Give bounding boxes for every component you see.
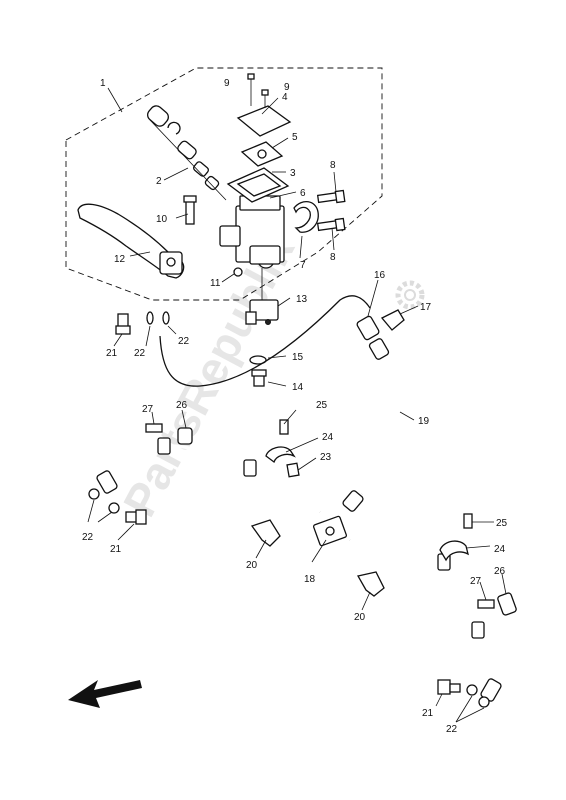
callout-1: 1 bbox=[100, 78, 106, 89]
lever-bolt bbox=[185, 199, 195, 225]
hose-bracket-17 bbox=[380, 309, 405, 331]
callout-17: 17 bbox=[420, 302, 432, 313]
bolt-27-right bbox=[477, 599, 495, 609]
callout-23: 23 bbox=[320, 452, 332, 463]
callout-26-left: 26 bbox=[176, 400, 188, 411]
hose-fitting-left bbox=[96, 470, 118, 494]
union-bolt-21-top bbox=[115, 313, 131, 335]
diaphragm-inner bbox=[236, 173, 282, 197]
callout-14: 14 bbox=[292, 382, 304, 393]
callout-labels: 1 2 3 4 5 6 7 8 8 9 9 10 11 12 13 14 15 … bbox=[82, 78, 508, 735]
collar-26-left bbox=[177, 427, 193, 445]
callout-22-top-b: 22 bbox=[178, 336, 190, 347]
reservoir-cap bbox=[236, 105, 292, 137]
brake-hose-19 bbox=[360, 351, 401, 496]
callout-16: 16 bbox=[374, 270, 386, 281]
callout-25-top: 25 bbox=[316, 400, 328, 411]
copper-washer-top-a bbox=[146, 311, 154, 325]
collar-26-right bbox=[497, 592, 517, 616]
copper-washer-left-a bbox=[88, 488, 100, 500]
union-bolt-14 bbox=[251, 369, 267, 387]
union-bolt-21-left bbox=[125, 509, 147, 525]
callout-4: 4 bbox=[282, 92, 288, 103]
callout-24-right: 24 bbox=[494, 544, 506, 555]
callout-10: 10 bbox=[156, 214, 168, 225]
callout-21-top: 21 bbox=[106, 348, 118, 359]
hose-grommet-right-2 bbox=[471, 621, 485, 639]
hose-grommet-left-2 bbox=[243, 459, 257, 477]
union-washer bbox=[249, 355, 267, 365]
brake-hose-upper bbox=[159, 295, 371, 387]
clamp-bolt-upper bbox=[316, 189, 346, 204]
lever-pivot-hole bbox=[166, 257, 176, 267]
cap-screw-left bbox=[247, 73, 255, 106]
callout-27-left: 27 bbox=[142, 404, 154, 415]
watermark-text: PartsRepublik bbox=[113, 227, 304, 525]
clamp-bolt-lower bbox=[316, 217, 346, 232]
hose-clamp-24-top bbox=[265, 446, 296, 464]
clamp-bolt-23 bbox=[286, 462, 300, 478]
callout-18: 18 bbox=[304, 574, 316, 585]
hose-clamp-24-right bbox=[439, 540, 469, 562]
callout-27-right: 27 bbox=[470, 576, 482, 587]
callout-9-left: 9 bbox=[224, 78, 230, 89]
plate-hole bbox=[257, 149, 267, 159]
callout-21-left: 21 bbox=[110, 544, 122, 555]
copper-washer-right-a bbox=[466, 684, 478, 696]
hose-holder-20-left bbox=[250, 519, 281, 547]
callout-20-right: 20 bbox=[354, 612, 366, 623]
callout-leaders bbox=[87, 87, 507, 723]
copper-washer-top-b bbox=[162, 311, 170, 325]
handlebar-clamp bbox=[293, 201, 319, 233]
callout-5: 5 bbox=[292, 132, 298, 143]
callout-3: 3 bbox=[290, 168, 296, 179]
copper-washer-right-b bbox=[478, 696, 490, 708]
hose-holder-20-right bbox=[356, 571, 385, 597]
callout-9-right: 9 bbox=[284, 82, 290, 93]
clamp-bolt-25-top bbox=[279, 419, 289, 435]
clamp-bolt-25-right bbox=[463, 513, 473, 529]
callout-11: 11 bbox=[210, 278, 221, 289]
callout-19: 19 bbox=[418, 416, 430, 427]
callout-2: 2 bbox=[156, 176, 162, 187]
callout-26-right: 26 bbox=[494, 566, 506, 577]
brake-hose-right bbox=[349, 538, 498, 689]
union-bolt-21-right bbox=[437, 679, 461, 695]
callout-22-left: 22 bbox=[82, 532, 94, 543]
hose-fitting-19-top bbox=[368, 338, 390, 360]
bolt-27-left bbox=[145, 423, 163, 433]
callout-25-right: 25 bbox=[496, 518, 508, 529]
callout-24-top: 24 bbox=[322, 432, 334, 443]
three-way-joint bbox=[312, 515, 348, 547]
callout-12: 12 bbox=[114, 254, 126, 265]
switch-screw bbox=[233, 267, 243, 277]
master-cylinder-body bbox=[219, 195, 285, 269]
hose-fitting-19-bottom bbox=[342, 490, 364, 512]
callout-20-left: 20 bbox=[246, 560, 258, 571]
master-cylinder-assembly-outline bbox=[65, 67, 383, 301]
callout-13: 13 bbox=[296, 294, 308, 305]
gear-watermark-icon bbox=[395, 280, 425, 310]
callout-21-right: 21 bbox=[422, 708, 434, 719]
hose-fitting-16 bbox=[356, 315, 380, 341]
brake-hose-left bbox=[106, 444, 322, 513]
cap-screw-right bbox=[261, 89, 269, 108]
callout-15: 15 bbox=[292, 352, 304, 363]
callout-22-top-a: 22 bbox=[134, 348, 146, 359]
copper-washer-left-b bbox=[108, 502, 120, 514]
hose-grommet-left-1 bbox=[157, 437, 171, 455]
front-direction-arrow-icon bbox=[68, 680, 142, 708]
callout-6: 6 bbox=[300, 188, 306, 199]
callout-7: 7 bbox=[300, 260, 306, 271]
callout-8-lower: 8 bbox=[330, 252, 336, 263]
callout-22-right: 22 bbox=[446, 724, 458, 735]
piston-kit bbox=[147, 105, 227, 201]
brake-switch bbox=[245, 268, 279, 325]
callout-8-upper: 8 bbox=[330, 160, 336, 171]
